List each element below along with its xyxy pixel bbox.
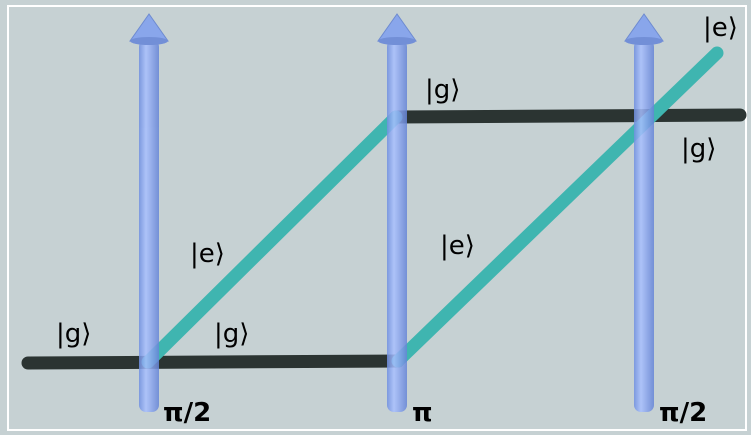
laser-beam-middle — [377, 13, 417, 412]
label-e-output: |e⟩ — [703, 13, 738, 43]
excited-path-first — [141, 110, 403, 369]
label-g-output: |g⟩ — [681, 134, 716, 164]
label-e-second-diagonal: |e⟩ — [440, 231, 475, 261]
label-e-lower-diagonal: |e⟩ — [190, 239, 225, 269]
label-g-left-input: |g⟩ — [56, 319, 91, 349]
ground-path-lower — [21, 354, 405, 370]
laser-beam-left — [129, 13, 169, 412]
ground-path-upper — [389, 108, 747, 124]
label-g-upper-horizontal: |g⟩ — [425, 75, 460, 105]
pulse-label-middle: π — [412, 398, 433, 428]
excited-path-second — [391, 46, 724, 368]
frame-border — [7, 5, 747, 431]
pulse-label-last: π/2 — [659, 398, 707, 428]
label-g-lower-horizontal: |g⟩ — [214, 319, 249, 349]
pulse-label-first: π/2 — [163, 398, 211, 428]
laser-beam-right — [624, 13, 664, 412]
